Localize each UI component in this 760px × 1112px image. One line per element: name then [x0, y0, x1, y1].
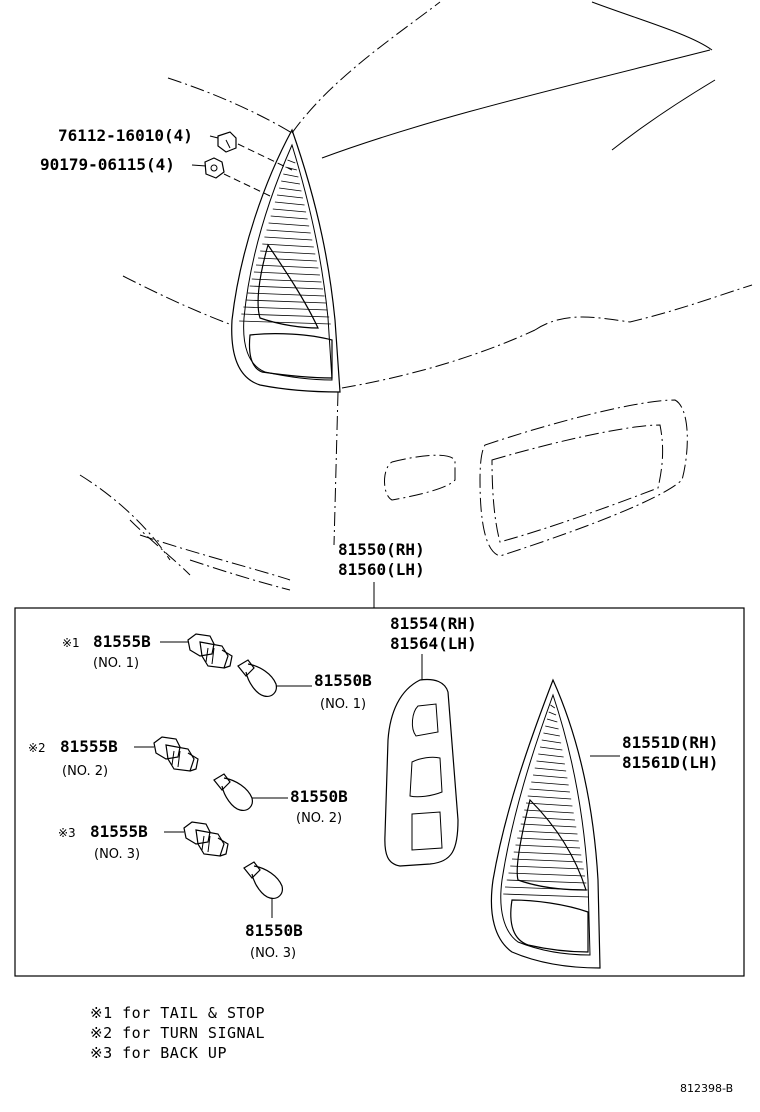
- louvre-line: [527, 795, 572, 800]
- bulb-2-part-number: 81550B: [290, 787, 348, 806]
- socket-2-icon: [153, 736, 199, 772]
- socket-1-number: (NO. 1): [93, 656, 139, 671]
- louvre-line: [503, 893, 589, 898]
- louvre-line: [241, 313, 330, 318]
- bulb-2-number: (NO. 2): [296, 811, 342, 826]
- louvre-line: [258, 257, 317, 262]
- socket-2-note-mark: ※2: [28, 741, 46, 755]
- louvre-line: [511, 858, 583, 863]
- diagram-code: 812398-B: [680, 1082, 733, 1095]
- bulb-2-icon: [213, 773, 253, 811]
- nut-icon: [204, 157, 225, 179]
- louvre-line: [270, 215, 308, 220]
- louvre-line: [517, 837, 579, 842]
- louvre-line: [513, 851, 582, 856]
- louvre-line: [245, 299, 327, 304]
- bulb-3-part-number: 81550B: [245, 921, 303, 940]
- screw-icon: [217, 131, 237, 153]
- louvre-line: [531, 781, 569, 786]
- louvre-line: [539, 746, 563, 751]
- louvre-line: [508, 872, 586, 877]
- lamp-assy-lh-part-number: 81560(LH): [338, 560, 425, 579]
- socket-2-number: (NO. 2): [62, 764, 108, 779]
- louvre-line: [274, 201, 305, 206]
- louvre-line: [260, 250, 316, 255]
- bulb-1-icon: [237, 659, 277, 697]
- louvre-line: [538, 753, 564, 758]
- louvre-line: [247, 292, 325, 297]
- bulb-3-icon: [243, 861, 283, 899]
- louvre-line: [520, 823, 577, 828]
- louvre-line: [281, 180, 300, 185]
- louvre-line: [532, 774, 568, 779]
- bulb-1-part-number: 81550B: [314, 671, 372, 690]
- lens-rh-part-number: 81551D(RH): [622, 733, 718, 752]
- louvre-line: [534, 767, 567, 772]
- socket-3-icon: [183, 821, 229, 857]
- louvre-line: [279, 187, 302, 192]
- louvre-line: [255, 264, 319, 269]
- socket-1-note-mark: ※1: [62, 636, 80, 650]
- louvre-line: [264, 236, 313, 241]
- bulb-1-number: (NO. 1): [320, 697, 366, 712]
- lens-lh-part-number: 81561D(LH): [622, 753, 718, 772]
- gasket-rh-part-number: 81554(RH): [390, 614, 477, 633]
- louvre-line: [522, 816, 575, 821]
- louvre-line: [283, 173, 299, 178]
- nut-part-number: 90179-06115(4): [40, 155, 175, 174]
- socket-2-part-number: 81555B: [60, 737, 118, 756]
- louvre-line: [510, 865, 584, 870]
- lens-louvre-lines: [503, 704, 589, 898]
- gasket-icon: [384, 678, 459, 867]
- louvre-line: [518, 830, 578, 835]
- louvre-line: [272, 208, 307, 213]
- louvre-line: [541, 739, 562, 744]
- lamp-assy-rh-part-number: 81550(RH): [338, 540, 425, 559]
- louvre-line: [550, 704, 556, 709]
- louvre-line: [548, 711, 557, 716]
- louvre-line: [239, 320, 331, 325]
- louvre-line: [545, 725, 559, 730]
- lens-icon: [490, 678, 601, 969]
- license-plate-recess: [479, 399, 688, 557]
- car-body-outline: [79, 1, 753, 591]
- legend-item-2: ※2 for TURN SIGNAL: [90, 1024, 265, 1042]
- louvre-line: [287, 159, 296, 164]
- louvre-line: [243, 306, 328, 311]
- socket-3-note-mark: ※3: [58, 826, 76, 840]
- louvre-line: [251, 278, 322, 283]
- louvre-line: [249, 285, 324, 290]
- socket-3-number: (NO. 3): [94, 847, 140, 862]
- legend-item-1: ※1 for TAIL & STOP: [90, 1004, 265, 1022]
- louvre-line: [529, 788, 570, 793]
- louvre-line: [276, 194, 304, 199]
- louvre-line: [524, 809, 574, 814]
- louvre-line: [536, 760, 565, 765]
- louvre-line: [266, 229, 311, 234]
- bulb-3-number: (NO. 3): [250, 946, 296, 961]
- installed-tail-lamp: [231, 128, 341, 393]
- louvre-line: [515, 844, 581, 849]
- louvre-line: [285, 166, 297, 171]
- gasket-lh-part-number: 81564(LH): [390, 634, 477, 653]
- socket-1-icon: [187, 633, 233, 669]
- exploded-view-frame: [14, 607, 745, 977]
- louvre-line: [262, 243, 314, 248]
- socket-3-part-number: 81555B: [90, 822, 148, 841]
- louvre-line: [546, 718, 558, 723]
- socket-1-part-number: 81555B: [93, 632, 151, 651]
- screw-part-number: 76112-16010(4): [58, 126, 193, 145]
- louvre-line: [543, 732, 560, 737]
- reflector-outline: [384, 454, 456, 501]
- louvre-line: [268, 222, 310, 227]
- lamp-louvre-lines: [239, 159, 331, 325]
- legend-item-3: ※3 for BACK UP: [90, 1044, 227, 1062]
